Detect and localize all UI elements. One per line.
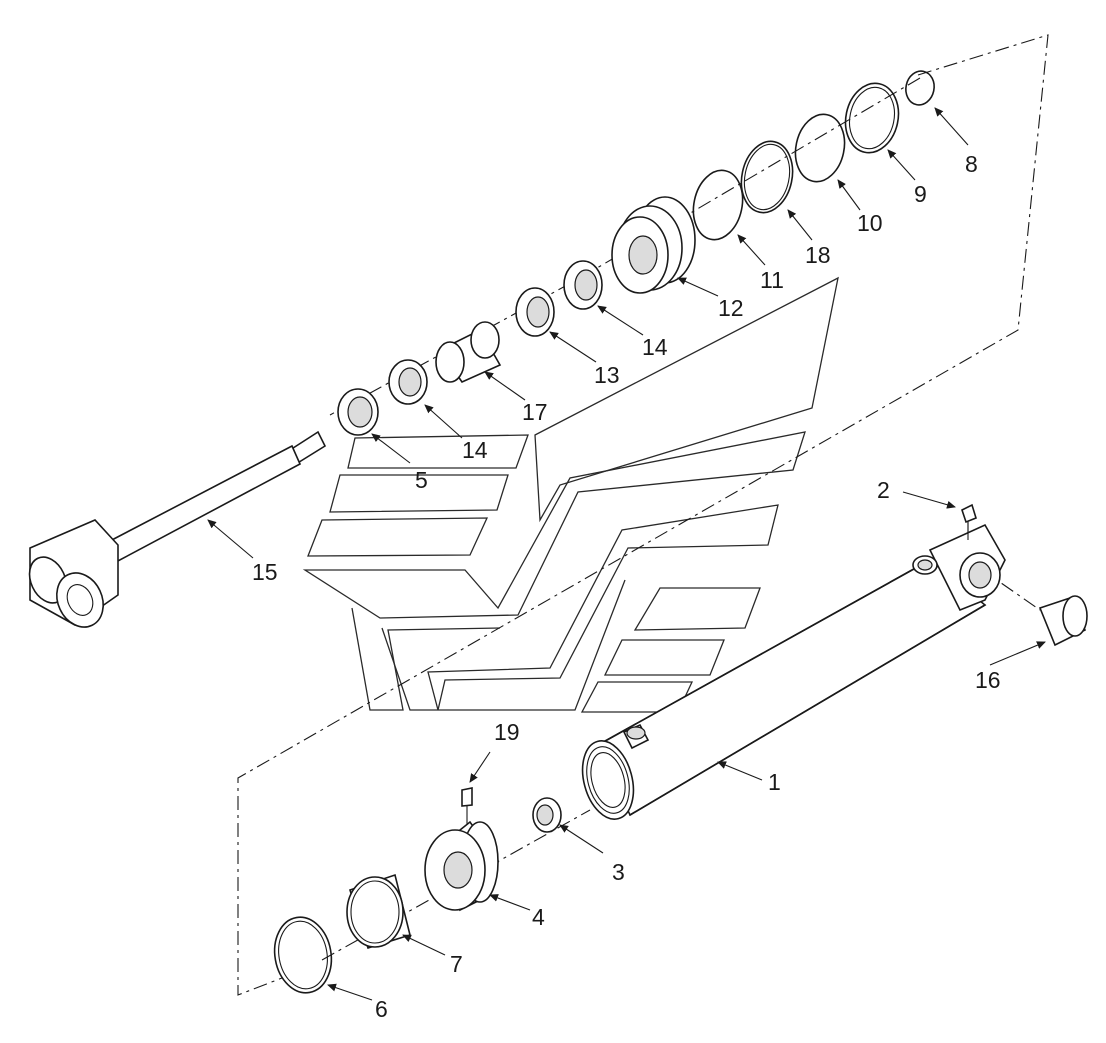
callout-5: 5: [415, 467, 428, 493]
callout-6: 6: [375, 996, 388, 1022]
callout-15: 15: [252, 559, 278, 585]
callout-8: 8: [965, 151, 978, 177]
wear-ring-part-7: [346, 873, 411, 950]
ring-part-5: [337, 388, 379, 436]
callout-11: 11: [760, 267, 784, 293]
ring-part-14-upper: [563, 260, 603, 310]
callout-3: 3: [612, 859, 625, 885]
leader-lines: [207, 107, 1046, 1001]
callout-14-lower: 14: [462, 437, 488, 463]
watermark-logo: [302, 276, 839, 713]
callout-labels: 1 2 3 4 5 6 7 8 9 10 11 12 13 14 14 15 1…: [252, 151, 1001, 1022]
callout-9: 9: [914, 181, 927, 207]
piston-part-4: [424, 820, 499, 912]
callout-13: 13: [594, 362, 620, 388]
callout-14-upper: 14: [642, 334, 668, 360]
o-ring-part-8: [905, 70, 935, 106]
bushing-part-16: [1038, 595, 1088, 647]
cylinder-barrel-part-1: [581, 523, 1006, 820]
callout-18: 18: [805, 242, 831, 268]
callout-2: 2: [877, 477, 890, 503]
callout-12: 12: [718, 295, 744, 321]
lock-nut-part-3: [532, 797, 562, 833]
ring-part-9: [844, 82, 900, 154]
callout-10: 10: [857, 210, 883, 236]
callout-17: 17: [522, 399, 548, 425]
grease-fitting-part-2: [961, 503, 977, 540]
ring-part-13: [515, 287, 555, 337]
callout-16: 16: [975, 667, 1001, 693]
callout-4: 4: [532, 904, 545, 930]
callout-7: 7: [450, 951, 463, 977]
callout-19: 19: [494, 719, 520, 745]
o-ring-part-11: [692, 169, 744, 241]
piston-rod-part-15: [28, 430, 327, 628]
backup-ring-part-18: [740, 140, 794, 214]
bushing-part-17: [435, 321, 502, 384]
gland-part-12: [611, 196, 696, 294]
seal-part-6: [273, 916, 333, 994]
callout-1: 1: [768, 769, 781, 795]
assembly-axis-lines: [237, 34, 1049, 996]
ring-part-14-lower: [388, 359, 428, 405]
o-ring-part-10: [794, 113, 846, 183]
